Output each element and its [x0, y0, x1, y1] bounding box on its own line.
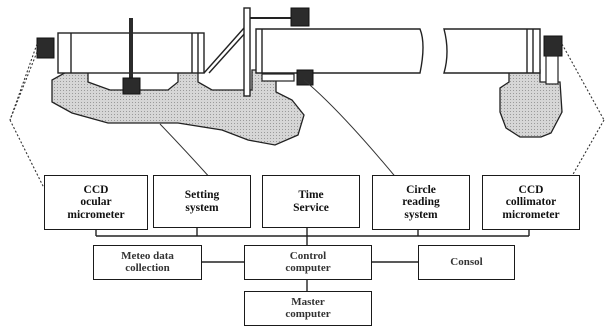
master-computer-box: Master computer: [244, 291, 372, 326]
top-motor: [290, 7, 310, 27]
setting-system-box: Setting system: [153, 175, 251, 228]
circle-reading-camera: [296, 69, 314, 86]
setting-motor: [122, 77, 141, 95]
bus-lines: [95, 228, 530, 291]
leader-lines: [159, 79, 399, 181]
control-computer-box: Control computer: [244, 245, 372, 280]
right-telescope-tube: [255, 28, 541, 74]
right-mount-pier: [499, 69, 563, 138]
time-service-box: Time Service: [262, 175, 360, 228]
dotted-connectors: [9, 43, 605, 191]
ccd-ocular-camera: [36, 37, 55, 59]
ccd-ocular-micrometer-box: CCD ocular micrometer: [44, 175, 148, 230]
meteo-data-collection-box: Meteo data collection: [93, 245, 202, 280]
consol-box: Consol: [418, 245, 515, 280]
ccd-collimator-micrometer-box: CCD collimator micrometer: [482, 175, 580, 230]
circle-reading-system-box: Circle reading system: [372, 175, 470, 230]
ccd-collimator-camera: [543, 35, 563, 57]
